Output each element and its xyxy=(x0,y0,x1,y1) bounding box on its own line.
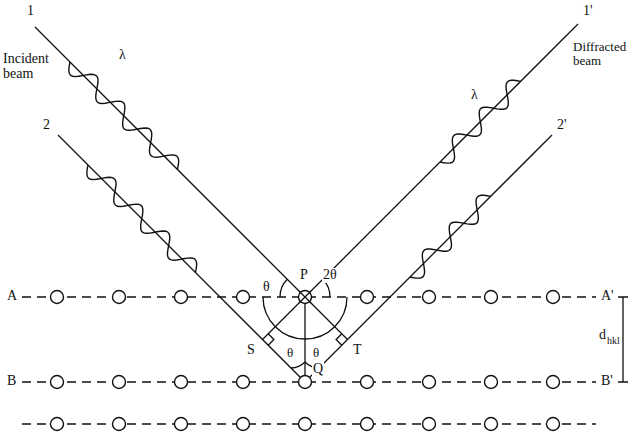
angle-arc xyxy=(305,297,347,339)
plane-label: B' xyxy=(600,374,614,389)
atom xyxy=(299,418,312,431)
atom xyxy=(299,291,312,304)
atom-mark xyxy=(299,291,311,303)
beam-number: 1 xyxy=(26,4,35,19)
atom xyxy=(485,291,498,304)
beam-number: 2 xyxy=(42,118,51,133)
angle-label: θ xyxy=(286,346,294,360)
wave xyxy=(87,165,197,273)
wave xyxy=(440,80,521,163)
angle-arc xyxy=(280,279,287,297)
angle-arc xyxy=(263,297,305,339)
atom xyxy=(423,291,436,304)
beam-label: Diffracted beam xyxy=(572,40,634,67)
atom xyxy=(237,291,250,304)
wave xyxy=(410,195,491,278)
atom xyxy=(51,376,64,389)
atom xyxy=(361,418,374,431)
path-difference-line xyxy=(305,297,348,340)
diffracted-ray xyxy=(305,24,578,297)
atom-mark xyxy=(299,291,311,303)
wave xyxy=(69,62,179,170)
atom xyxy=(113,418,126,431)
incident-ray xyxy=(35,27,305,297)
wavelength-label: λ xyxy=(470,88,479,103)
atom xyxy=(547,376,560,389)
angle-arc xyxy=(291,362,305,368)
angle-label: θ xyxy=(312,346,320,360)
angle-label: 2θ xyxy=(322,268,338,283)
atom xyxy=(51,291,64,304)
beam-number: 2' xyxy=(556,118,568,133)
atom xyxy=(485,418,498,431)
atom xyxy=(113,376,126,389)
atom xyxy=(299,376,312,389)
atom xyxy=(361,291,374,304)
atom xyxy=(175,376,188,389)
atom xyxy=(113,291,126,304)
point-label: P xyxy=(299,268,309,283)
atom xyxy=(423,376,436,389)
incident-ray xyxy=(58,135,305,382)
atom xyxy=(237,376,250,389)
atom xyxy=(547,418,560,431)
path-difference-line xyxy=(263,297,306,340)
beam-number: 1' xyxy=(582,4,594,19)
point-label: S xyxy=(246,343,256,358)
point-label: Q xyxy=(312,362,324,377)
atom xyxy=(485,376,498,389)
plane-label: B xyxy=(6,374,17,389)
angle-label: θ xyxy=(262,280,271,295)
atom xyxy=(175,291,188,304)
spacing-subscript: hkl xyxy=(606,336,621,347)
wavelength-label: λ xyxy=(118,48,127,63)
diffracted-ray xyxy=(305,135,552,382)
atom xyxy=(51,418,64,431)
atom xyxy=(175,418,188,431)
atom xyxy=(547,291,560,304)
beam-label: Incident beam xyxy=(2,52,58,81)
atom xyxy=(237,418,250,431)
point-label: T xyxy=(352,343,363,358)
right-angle-mark xyxy=(268,334,274,345)
plane-label: A' xyxy=(600,289,615,304)
right-angle-mark xyxy=(336,334,342,345)
plane-label: A xyxy=(6,289,18,304)
atom xyxy=(361,376,374,389)
atom xyxy=(423,418,436,431)
